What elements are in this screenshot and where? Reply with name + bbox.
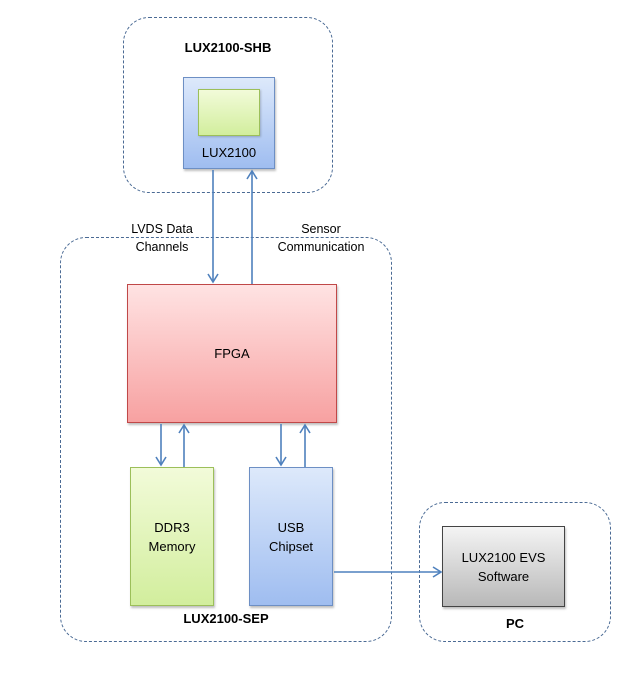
usb-label-line1: USB bbox=[277, 519, 305, 535]
ddr3-label-line1: DDR3 bbox=[154, 519, 190, 535]
lvds-label-line1: LVDS Data bbox=[131, 222, 193, 236]
usb-label-line2: Chipset bbox=[268, 538, 314, 554]
sensor-comm-label-line1: Sensor bbox=[301, 222, 341, 236]
software-label-line2: Software bbox=[477, 568, 530, 584]
fpga-block[interactable]: FPGA bbox=[127, 284, 337, 423]
lvds-label-line2: Channels bbox=[135, 240, 189, 254]
fpga-to-usb-arrowhead bbox=[275, 456, 287, 467]
software-label-line1: LUX2100 EVS bbox=[461, 549, 546, 565]
ddr3-to-fpga-arrowhead bbox=[178, 423, 190, 434]
usb-to-pc-arrowhead bbox=[432, 566, 443, 578]
group-title-shb: LUX2100-SHB bbox=[184, 40, 272, 55]
fpga-to-ddr3-arrowhead bbox=[155, 456, 167, 467]
group-title-pc: PC bbox=[505, 616, 525, 631]
group-lux2100-shb: LUX2100-SHB bbox=[123, 17, 333, 193]
group-lux2100-sep: LUX2100-SEP bbox=[60, 237, 392, 642]
sensor-comm-arrowhead bbox=[246, 169, 258, 180]
lux2100-sensor-block[interactable]: LUX2100 bbox=[183, 77, 275, 169]
lvds-arrowhead bbox=[207, 273, 219, 284]
sensor-die bbox=[198, 89, 260, 136]
usb-to-fpga-arrowhead bbox=[299, 423, 311, 434]
sensor-label: LUX2100 bbox=[201, 145, 257, 160]
sensor-comm-label-line2: Communication bbox=[277, 240, 365, 254]
ddr3-memory-block[interactable]: DDR3 Memory bbox=[130, 467, 214, 606]
usb-chipset-block[interactable]: USB Chipset bbox=[249, 467, 333, 606]
sensor-communication-label: Sensor Communication bbox=[266, 220, 376, 256]
ddr3-label-line2: Memory bbox=[148, 538, 196, 554]
group-title-sep: LUX2100-SEP bbox=[183, 611, 269, 626]
evs-software-block[interactable]: LUX2100 EVS Software bbox=[442, 526, 565, 607]
lvds-data-channels-label: LVDS Data Channels bbox=[122, 220, 202, 256]
fpga-label: FPGA bbox=[214, 346, 250, 361]
